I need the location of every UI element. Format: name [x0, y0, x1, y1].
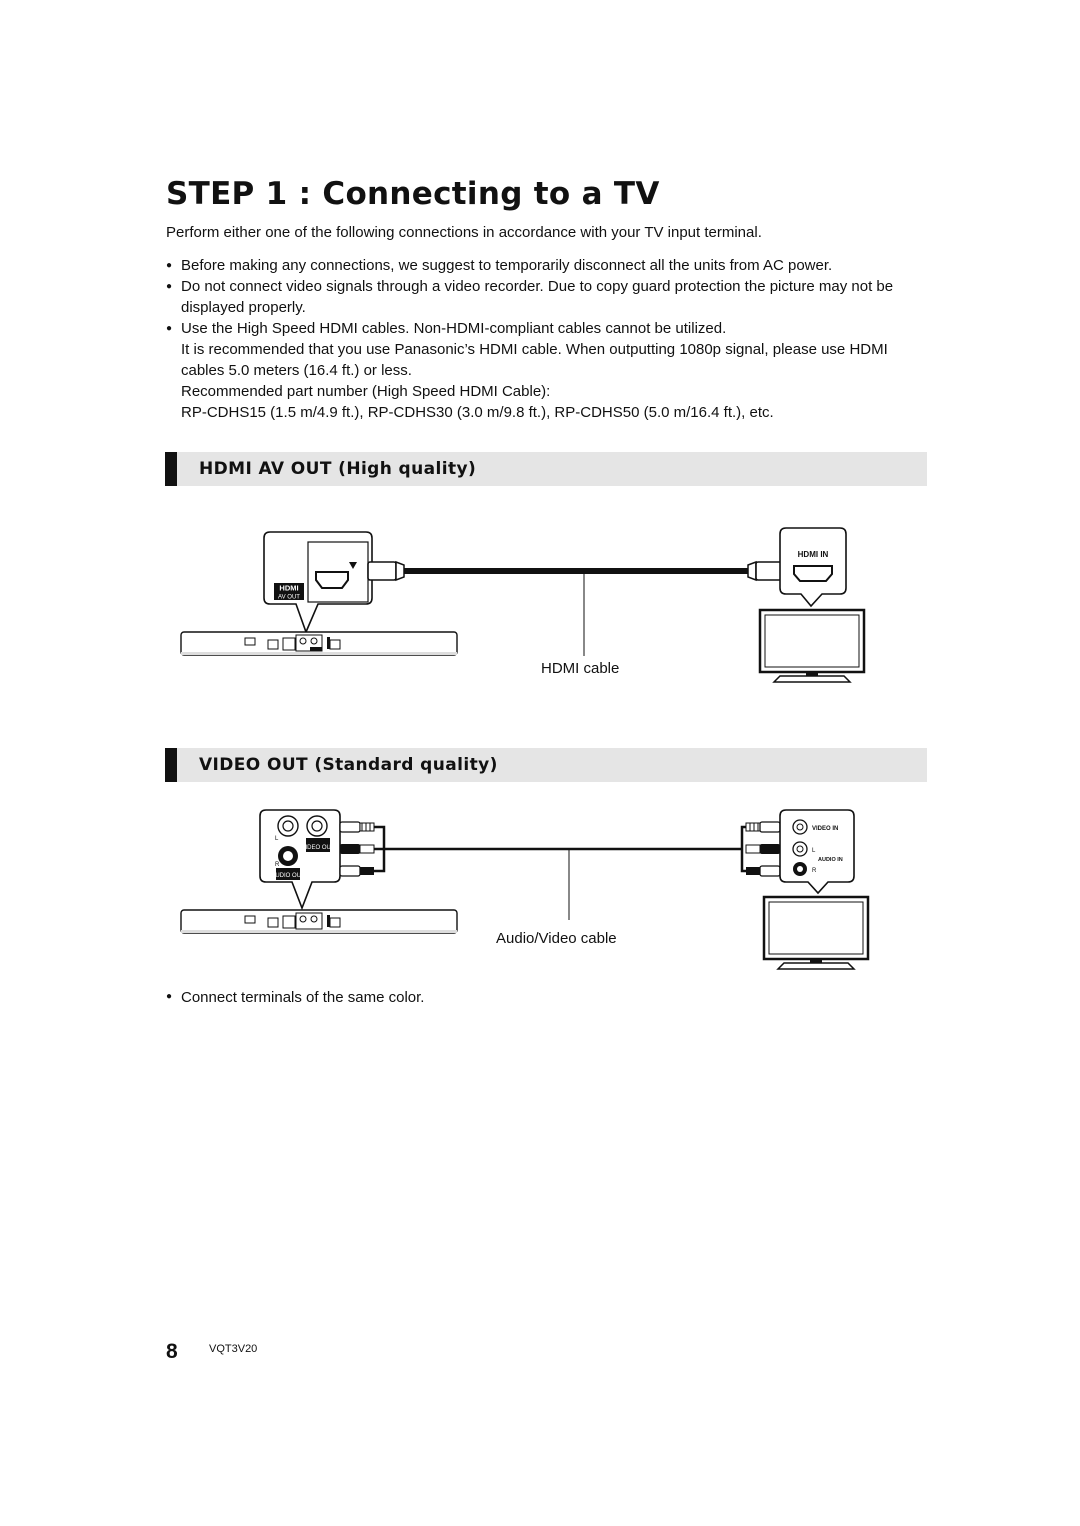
- video-out-label: VIDEO OUT: [301, 845, 334, 851]
- hdmi-section-header: HDMI AV OUT (High quality): [165, 452, 927, 486]
- tv-hdmi-callout: HDMI IN: [779, 527, 847, 608]
- audio-out-label: AUDIO OUT: [271, 873, 305, 879]
- document-code: VQT3V20: [209, 1343, 258, 1355]
- tv-unit-2: [762, 895, 870, 970]
- av-out-port-label: AV OUT: [278, 595, 300, 601]
- bullet-item: Use the High Speed HDMI cables. Non-HDMI…: [166, 318, 926, 339]
- video-section-header: VIDEO OUT (Standard quality): [165, 748, 927, 782]
- hdmi-diagram: HDMI AV OUT: [180, 527, 866, 683]
- video-section-title: VIDEO OUT (Standard quality): [199, 755, 498, 775]
- video-in-label: VIDEO IN: [812, 826, 838, 832]
- page-title: STEP 1 : Connecting to a TV: [166, 176, 660, 212]
- player-unit: [180, 631, 458, 656]
- hdmi-in-port-label: HDMI IN: [798, 550, 829, 559]
- section-marker: [165, 748, 177, 782]
- player-right-channel-label: R: [275, 862, 280, 868]
- intro-text: Perform either one of the following conn…: [166, 224, 762, 241]
- bullet-list: Before making any connections, we sugges…: [166, 255, 926, 423]
- tv-av-callout: VIDEO IN L AUDIO IN R: [779, 809, 855, 895]
- audio-in-label: AUDIO IN: [818, 857, 843, 863]
- player-left-channel-label: L: [275, 836, 279, 842]
- svg-text:HDMI: HDMI: [279, 584, 298, 593]
- bullet-item: Do not connect video signals through a v…: [166, 276, 926, 318]
- av-cable: [339, 821, 781, 920]
- hdmi-section-title: HDMI AV OUT (High quality): [199, 459, 477, 479]
- hdmi-cable-label: HDMI cable: [541, 660, 620, 677]
- section-marker: [165, 452, 177, 486]
- part-number-list: RP-CDHS15 (1.5 m/4.9 ft.), RP-CDHS30 (3.…: [181, 404, 774, 421]
- part-number-heading: Recommended part number (High Speed HDMI…: [181, 383, 551, 400]
- video-diagram: L R VIDEO OUT AUDIO OUT: [180, 809, 870, 970]
- page-number: 8: [166, 1340, 178, 1363]
- tv-right-channel-label: R: [812, 868, 817, 874]
- player-unit-2: [180, 909, 458, 934]
- av-cable-label: Audio/Video cable: [496, 930, 617, 947]
- tv-left-channel-label: L: [812, 848, 816, 854]
- hdmi-recommendation-text: It is recommended that you use Panasonic…: [181, 341, 888, 379]
- bullet-item: Before making any connections, we sugges…: [166, 255, 926, 276]
- player-hdmi-callout: HDMI AV OUT: [263, 531, 373, 635]
- tv-unit: [758, 608, 866, 683]
- color-match-note: Connect terminals of the same color.: [166, 989, 424, 1006]
- player-av-callout: L R VIDEO OUT AUDIO OUT: [259, 809, 341, 911]
- hdmi-cable: [367, 560, 785, 656]
